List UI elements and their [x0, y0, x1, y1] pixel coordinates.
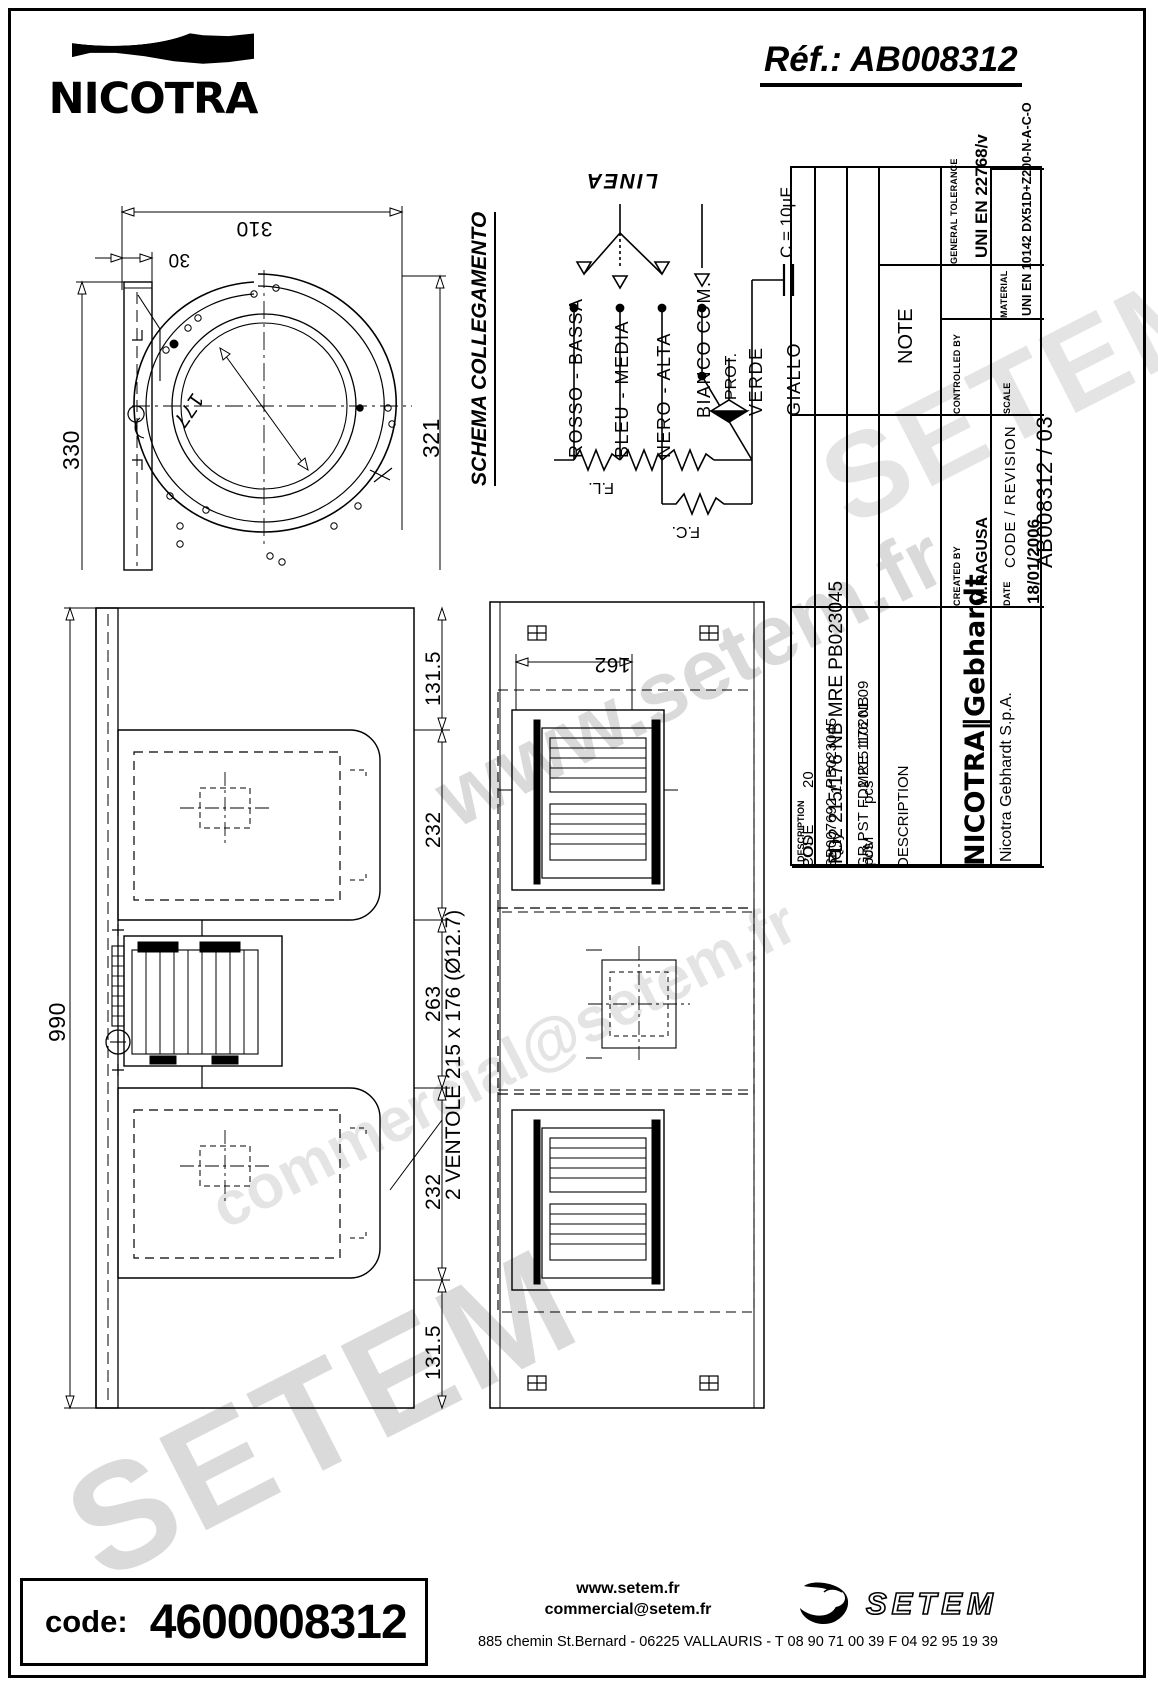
- tb-tolerance-value: UNI EN 22768/v: [972, 134, 991, 258]
- tb-tolerance-label: GENERAL TOLERANCE: [949, 158, 959, 264]
- contact-block: www.setem.fr commercial@setem.fr: [463, 1578, 793, 1620]
- wire-label-nero: NERO - ALTA: [654, 332, 674, 458]
- dim-131-5-bottom: 131.5: [422, 1324, 445, 1380]
- setem-logo: SETEM: [798, 1580, 1048, 1628]
- tb-material-label: MATERIAL: [999, 270, 1009, 318]
- dim-131-5-top: 131.5: [422, 650, 445, 706]
- tb-material-value: UNI EN 10142 DX51D+Z200-N-A-C-O: [1020, 102, 1034, 316]
- tb-note-label: NOTE: [895, 308, 917, 364]
- title-block: Q.ty UM DESCRIPTION CODE 20 PB023045 PB0…: [790, 102, 1057, 868]
- address-text: 885 chemin St.Bernard - 06225 VALLAURIS …: [478, 1634, 998, 1650]
- schema-title: SCHEMA COLLEGAMENTO: [468, 211, 496, 486]
- plan-view-left: 990 131.5 232 263 232 131.5: [44, 590, 470, 1430]
- prot-label: PROT.: [723, 352, 740, 400]
- dim-162: 162: [594, 653, 631, 676]
- nicotra-wordmark: NICOTRA: [48, 74, 259, 124]
- tb-code-revision-label: CODE / REVISION: [1002, 425, 1019, 568]
- description-strip: DESCRIPTION FD2 215/176 NB MRE PB023045: [790, 581, 1042, 866]
- dim-990: 990: [44, 1002, 70, 1042]
- description-strip-label: DESCRIPTION: [796, 800, 806, 862]
- tb-code-revision-value: AB008312 / 03: [1032, 415, 1057, 568]
- tb-date-label: DATE: [1002, 581, 1012, 606]
- fl-label: F.L.: [588, 479, 614, 496]
- footer: code: 4600008312 www.setem.fr commercial…: [8, 1574, 1146, 1678]
- reference-number: Réf.: AB008312: [760, 40, 1022, 87]
- section-view-right-svg: [489, 601, 765, 1409]
- front-view-svg: [76, 206, 446, 571]
- tb-scale-label: SCALE: [1002, 382, 1012, 414]
- wire-label-bianco: BIANCO COM.: [694, 280, 714, 418]
- dim-330: 330: [58, 430, 84, 470]
- nicotra-logo: NICOTRA: [48, 26, 259, 124]
- wiring-schematic: SCHEMA COLLEGAMENTO LINEA ROSSO - BASSA …: [462, 168, 804, 540]
- section-view-right: 162: [484, 590, 784, 1430]
- plan-view-left-svg: [64, 606, 450, 1410]
- wiring-schematic-svg: [554, 204, 795, 517]
- fc-label: F.C.: [671, 523, 700, 540]
- setem-wordmark: SETEM: [865, 1585, 998, 1622]
- code-value: 4600008312: [149, 1595, 408, 1649]
- dim-30: 30: [168, 249, 191, 270]
- front-view: 310 30 330 321 177: [40, 170, 460, 571]
- tb-controlled-by-label: CONTROLLED BY: [952, 333, 962, 414]
- ventole-note: 2 VENTOLE 215 x 176 (Ø12.7): [442, 909, 465, 1200]
- description-strip-value: FD2 215/176 NB MRE PB023045: [826, 580, 847, 864]
- tb-brand-gebhardt: Gebhardt: [960, 574, 991, 717]
- schema-linea-label: LINEA: [585, 169, 658, 192]
- setem-bird-icon: [800, 1582, 849, 1625]
- email-text: commercial@setem.fr: [544, 1601, 712, 1618]
- sheet-border: [8, 8, 1146, 1678]
- nicotra-wave-icon: [72, 26, 254, 64]
- code-label: code:: [45, 1604, 128, 1639]
- dim-310: 310: [236, 217, 273, 240]
- dim-232-top: 232: [422, 811, 445, 848]
- wire-label-verde: VERDE: [746, 346, 766, 416]
- dim-321: 321: [418, 418, 444, 458]
- wire-label-rosso: ROSSO - BASSA: [566, 297, 586, 458]
- wire-label-bleu: BLEU - MEDIA: [612, 319, 632, 458]
- website-text: www.setem.fr: [576, 1580, 680, 1597]
- code-box: code: 4600008312: [20, 1578, 428, 1666]
